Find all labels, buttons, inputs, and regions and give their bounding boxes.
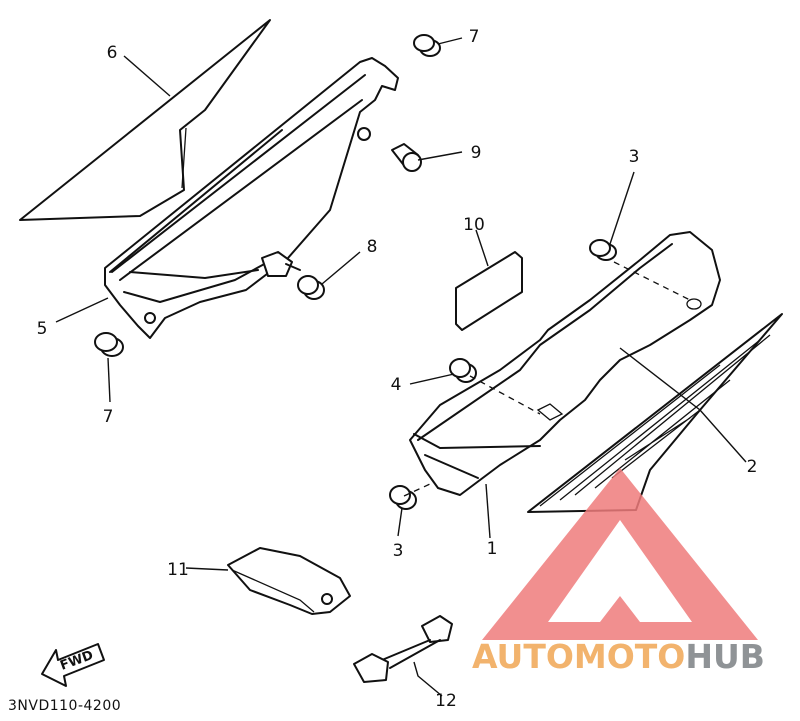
part-4-grommet	[449, 358, 477, 383]
callout-1: 1	[487, 539, 498, 559]
watermark-text: AUTOMOTOHUB	[472, 637, 765, 676]
callout-8: 8	[367, 237, 378, 257]
callout-3-top: 3	[629, 147, 640, 167]
part-12-strap	[353, 615, 453, 683]
leader-lines	[55, 37, 747, 697]
callout-5: 5	[37, 319, 48, 339]
diagram-code: 3NVD110-4200	[8, 698, 121, 714]
part-3-grommet-top	[589, 239, 617, 261]
callout-7-bottom: 7	[103, 407, 114, 427]
part-8-grommet	[297, 275, 325, 300]
watermark-logo	[482, 468, 758, 640]
watermark-part1: AUTOMOTO	[472, 637, 685, 676]
part-6-decal	[19, 19, 271, 221]
watermark-part2: HUB	[685, 637, 765, 676]
part-9-collar	[391, 143, 422, 172]
part-7-grommet-top	[413, 34, 441, 57]
part-1-side-cover	[403, 231, 721, 497]
svg-text:AUTOMOTOHUB: AUTOMOTOHUB	[472, 637, 765, 676]
callout-4: 4	[391, 375, 402, 395]
callout-3-bottom: 3	[393, 541, 404, 561]
fwd-arrow-icon: FWD	[41, 643, 105, 687]
part-2-decal	[527, 313, 783, 513]
callout-9: 9	[471, 143, 482, 163]
callout-7-top: 7	[469, 27, 480, 47]
part-5-bracket	[104, 57, 399, 339]
callout-2: 2	[747, 457, 758, 477]
callout-6: 6	[107, 43, 118, 63]
part-3-grommet-bottom	[389, 485, 417, 510]
part-10-label	[455, 251, 523, 331]
callout-12: 12	[435, 691, 457, 711]
part-11-pad	[227, 547, 351, 615]
callout-11: 11	[167, 560, 189, 580]
callout-10: 10	[463, 215, 485, 235]
part-7-grommet-bottom	[94, 332, 124, 357]
